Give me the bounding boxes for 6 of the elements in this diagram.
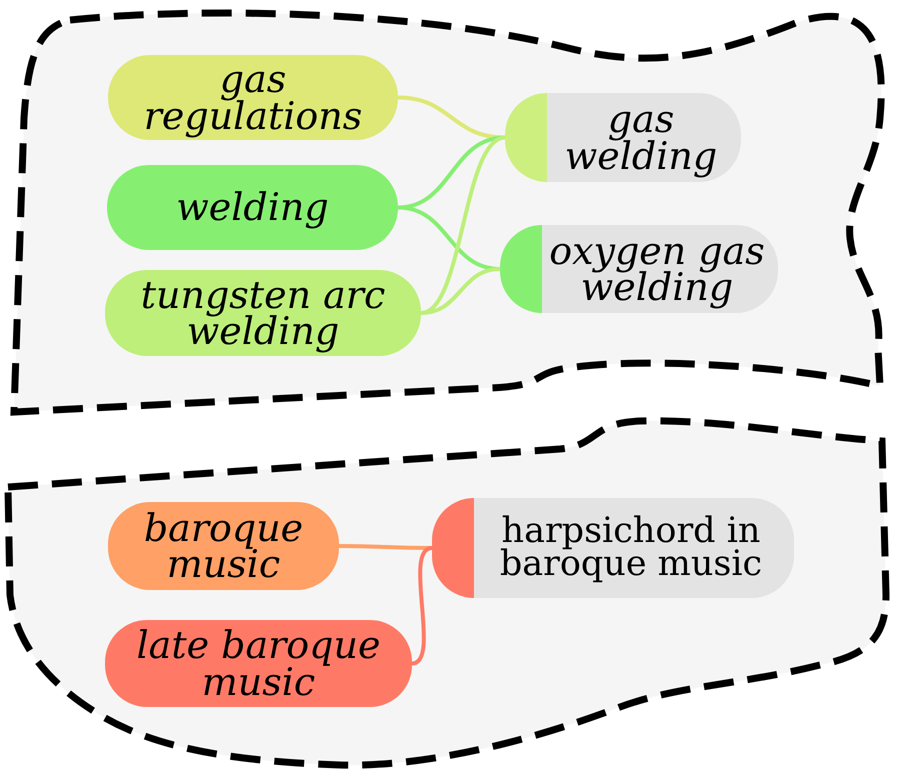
connector-line [420,267,500,315]
connector-line [339,544,432,550]
node-label: late baroque music [136,627,382,700]
node-label: baroque music [142,510,304,582]
node-label: welding [176,189,329,226]
node-label: harpsichord in baroque music [498,514,764,582]
